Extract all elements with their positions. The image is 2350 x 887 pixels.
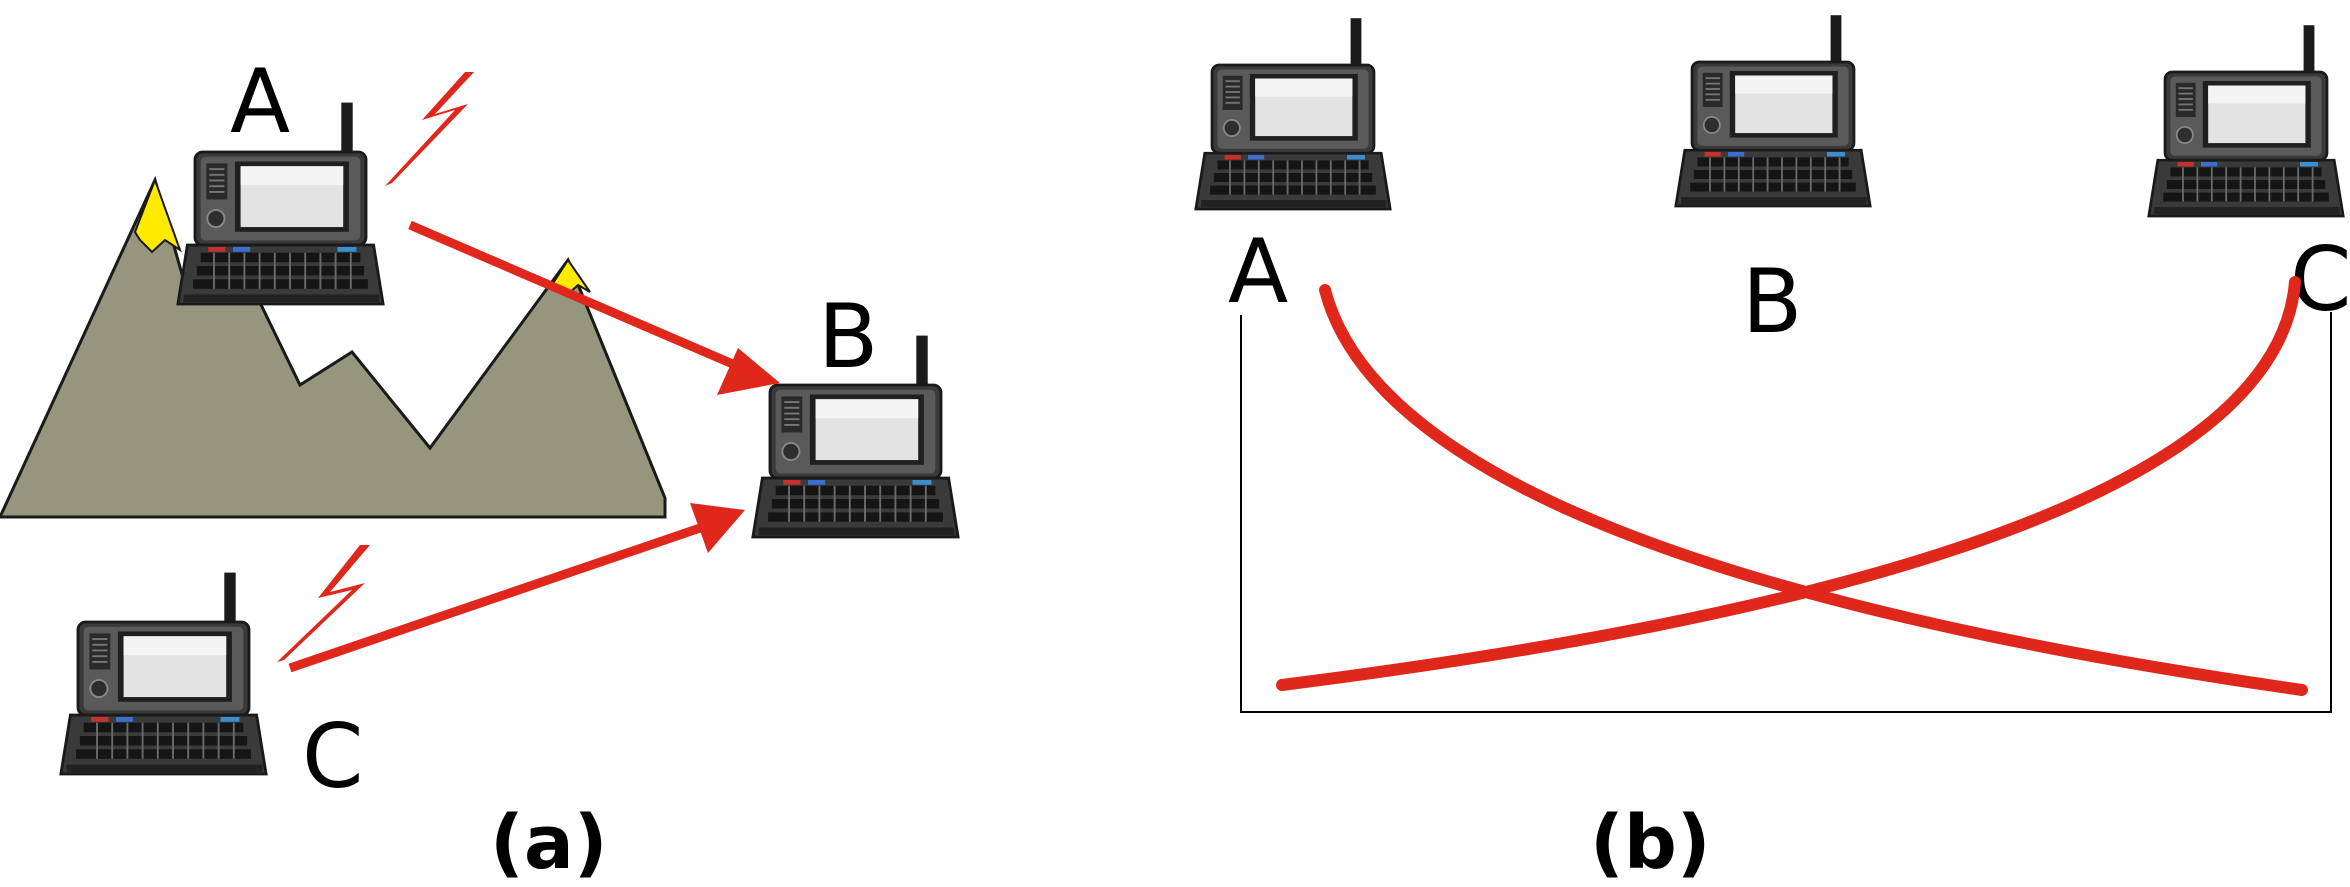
caption-b: (b) xyxy=(1590,800,1711,886)
signal-arrow-c-to-b xyxy=(288,503,745,673)
laptop-c-icon xyxy=(2147,23,2345,218)
panel-a: A B C (a) xyxy=(0,50,960,886)
axes-frame xyxy=(1240,312,2332,713)
laptop-b-icon xyxy=(1674,13,1872,208)
laptop-c-icon xyxy=(59,571,268,776)
label-a: A xyxy=(1228,220,1288,323)
label-b: B xyxy=(1742,250,1802,353)
laptop-a-icon xyxy=(1194,16,1392,211)
panel-b: A B C (b) xyxy=(1194,13,2350,886)
label-a: A xyxy=(230,50,290,153)
caption-a: (a) xyxy=(490,800,608,886)
lightning-signal-icon xyxy=(385,72,474,186)
label-c: C xyxy=(302,705,363,808)
signal-curve-c xyxy=(1276,276,2301,691)
label-b: B xyxy=(818,285,878,388)
signal-arrow-a-to-b xyxy=(408,220,780,395)
signal-curve-a xyxy=(1319,284,2308,696)
